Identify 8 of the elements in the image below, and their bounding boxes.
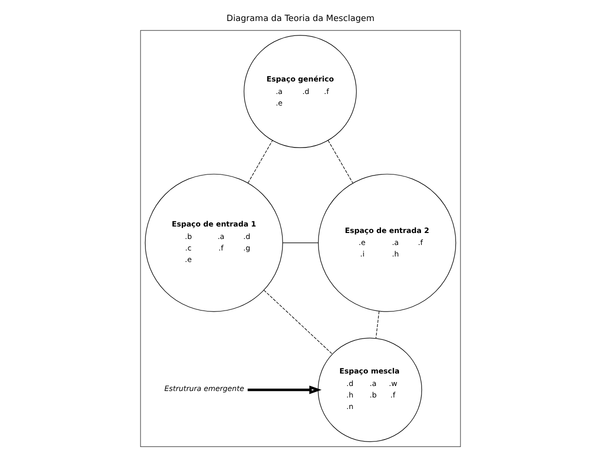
diagram-title: Diagrama da Teoria da Mesclagem [226, 13, 374, 24]
connector [328, 140, 354, 183]
connector [282, 242, 318, 243]
connector [248, 140, 273, 183]
connector [264, 289, 332, 354]
cluster [140, 30, 461, 446]
arrow [248, 385, 322, 394]
connector [376, 310, 380, 338]
